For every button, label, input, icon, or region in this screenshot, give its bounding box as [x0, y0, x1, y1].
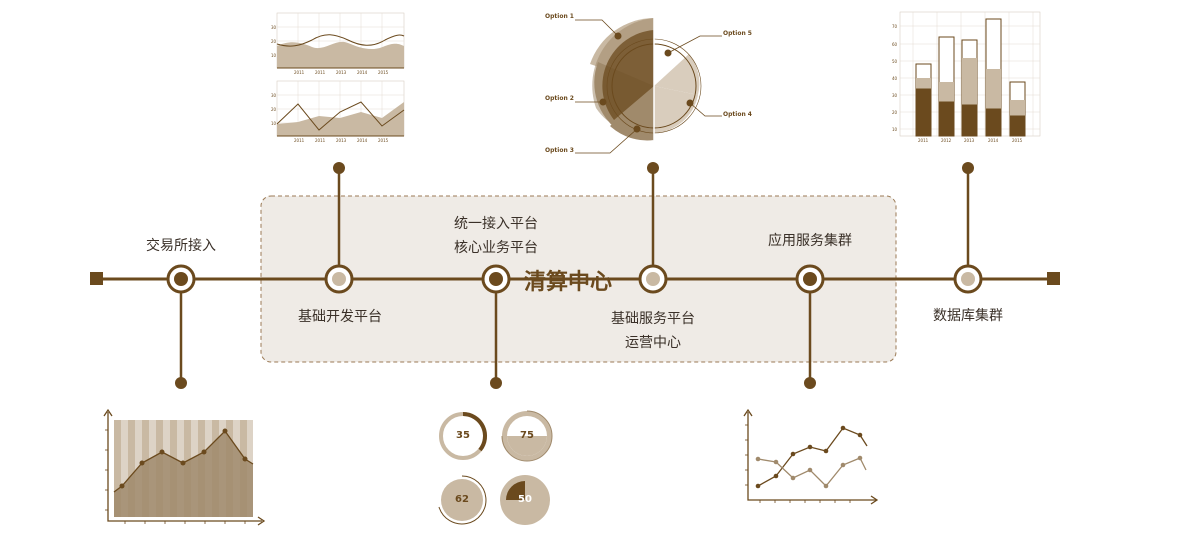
connectors: [179, 168, 970, 383]
node-dev-platform[interactable]: [324, 264, 354, 294]
area-bottom-ytick: 10: [271, 121, 277, 126]
progress-ring-value: 75: [520, 430, 534, 441]
area-bottom-xtick: 2011: [315, 138, 326, 143]
area-top-ytick: 10: [271, 53, 277, 58]
timeline-end-cap: [1047, 272, 1060, 285]
progress-ring-75: [501, 410, 553, 462]
center-title: 清算中心: [524, 270, 613, 295]
area-top-xtick: 2014: [357, 70, 368, 75]
area-bottom-xtick: 2015: [378, 138, 389, 143]
bar-xtick: 2011: [918, 138, 929, 143]
label-unified-access: 统一接入平台: [454, 216, 538, 232]
node-exchange-access[interactable]: [166, 264, 196, 294]
radial-option-label: Option 2: [545, 95, 574, 102]
radial-option-label: Option 4: [723, 111, 752, 118]
area-top-xtick: 2015: [378, 70, 389, 75]
progress-ring-50: [500, 475, 550, 525]
area-chart-top: 30 20 10 2011 2011 2013 2014 2015: [271, 12, 405, 75]
bar-ytick: 60: [892, 42, 898, 47]
label-operations-center: 运营中心: [625, 335, 681, 351]
bar-xtick: 2015: [1012, 138, 1023, 143]
area-bottom-xtick: 2011: [294, 138, 305, 143]
progress-rings: [438, 410, 553, 525]
progress-ring-value: 50: [518, 494, 532, 505]
timeline-start-cap: [90, 272, 103, 285]
area-bottom-xtick: 2014: [357, 138, 368, 143]
radial-option-label: Option 1: [545, 13, 574, 20]
label-database-cluster: 数据库集群: [933, 308, 1003, 324]
label-dev-platform: 基础开发平台: [298, 309, 382, 325]
node-core-business[interactable]: [481, 264, 511, 294]
bar-ytick: 20: [892, 110, 898, 115]
bar-ytick: 10: [892, 127, 898, 132]
progress-ring-value: 62: [455, 494, 469, 505]
label-core-business: 核心业务平台: [454, 240, 538, 256]
radial-chart: Option 1 Option 2 Option 3 Option 4 Opti…: [545, 13, 752, 154]
label-app-service-cluster: 应用服务集群: [768, 233, 852, 249]
bottom-area-chart: [103, 408, 266, 526]
node-basic-service[interactable]: [638, 264, 668, 294]
area-top-xtick: 2013: [336, 70, 347, 75]
radial-option-label: Option 3: [545, 147, 574, 154]
area-top-ytick: 20: [271, 39, 277, 44]
bar-xtick: 2014: [988, 138, 999, 143]
radial-option-label: Option 5: [723, 30, 752, 37]
bar-xtick: 2013: [964, 138, 975, 143]
label-basic-service: 基础服务平台: [611, 311, 695, 327]
progress-ring-35: [439, 411, 488, 460]
bar-ytick: 40: [892, 76, 898, 81]
area-top-xtick: 2011: [315, 70, 326, 75]
area-top-ytick: 30: [271, 25, 277, 30]
progress-ring-value: 35: [456, 430, 470, 441]
progress-ring-62: [438, 475, 487, 525]
stacked-bar-chart: 70 60 50 40 30 20 10 2011 2012 2013 2014…: [892, 11, 1041, 143]
area-top-xtick: 2011: [294, 70, 305, 75]
connector-dots: [175, 162, 974, 389]
bar-ytick: 30: [892, 93, 898, 98]
area-bottom-xtick: 2013: [336, 138, 347, 143]
bar-ytick: 50: [892, 59, 898, 64]
area-bottom-ytick: 20: [271, 107, 277, 112]
area-bottom-ytick: 30: [271, 93, 277, 98]
bottom-line-chart: [743, 408, 879, 505]
bar-xtick: 2012: [941, 138, 952, 143]
label-exchange-access: 交易所接入: [146, 238, 216, 254]
node-app-service[interactable]: [795, 264, 825, 294]
area-chart-bottom: 30 20 10 2011 2011 2013 2014 2015: [271, 80, 405, 143]
bar-ytick: 70: [892, 24, 898, 29]
node-database[interactable]: [953, 264, 983, 294]
